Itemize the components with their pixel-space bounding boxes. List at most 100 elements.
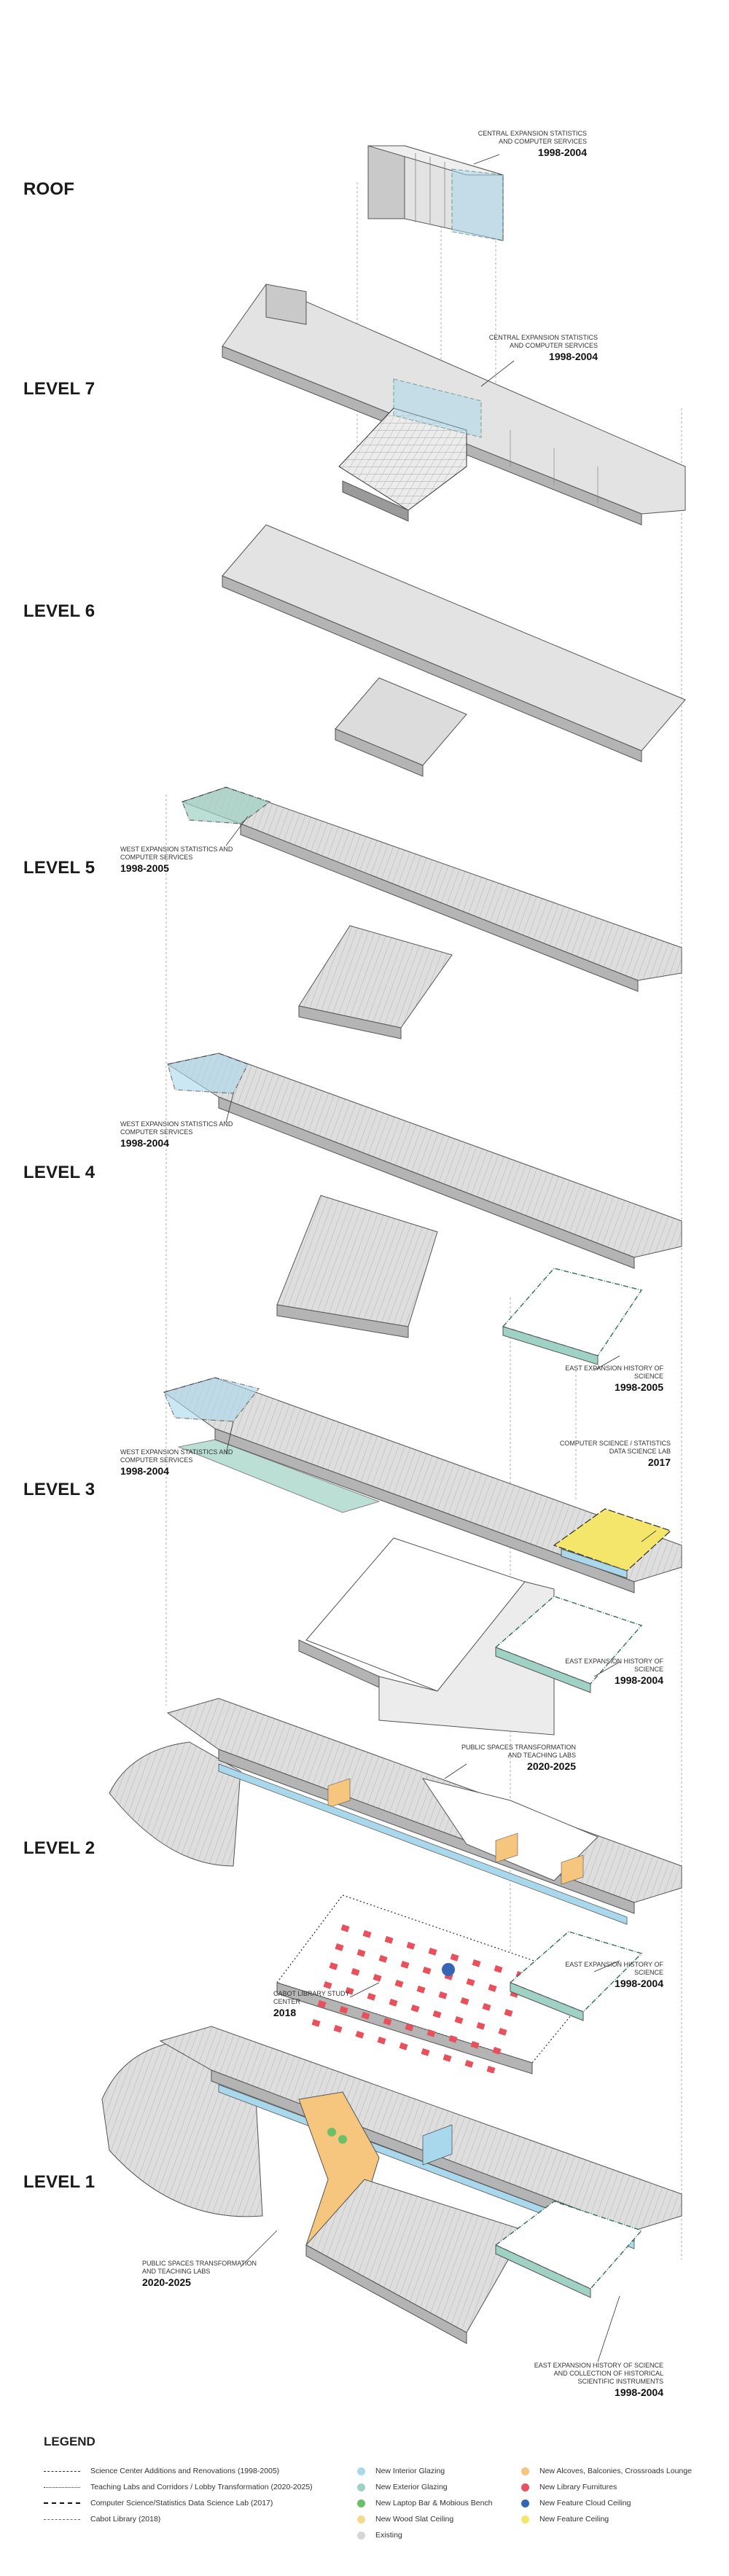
legend-dot [357,2483,365,2491]
annotation-level1-east: EAST EXPANSION HISTORY OF SCIENCE AND CO… [534,2362,663,2398]
library-chair [460,1997,469,2005]
library-chair [432,2010,442,2018]
library-chair [450,1954,459,1962]
legend-dot [521,2467,529,2475]
level-label-2: LEVEL 2 [23,1838,95,1858]
library-chair [355,2030,364,2039]
legend-line-cabot: Cabot Library (2018) [44,2515,160,2524]
legend-swatch-interior-glazing: New Interior Glazing [357,2467,445,2475]
library-chair [428,1948,437,1956]
legend-line-swatch [44,2486,80,2488]
legend-line-cs-lab: Computer Science/Statistics Data Science… [44,2499,273,2507]
library-chair [405,2023,414,2031]
library-chair [362,1930,372,1938]
floor-plan-level-5 [181,787,682,1039]
floor-plan-level-1 [101,2026,682,2344]
library-chair [470,2041,480,2049]
floor-plan-level-3 [163,1377,682,1736]
legend-dot [357,2467,365,2475]
legend-title: LEGEND [44,2435,95,2448]
annotation-level1-public: PUBLIC SPACES TRANSFORMATION AND TEACHIN… [142,2260,257,2288]
legend-swatch-laptop-bar: New Laptop Bar & Mobious Bench [357,2499,493,2507]
floor-plan-level-2 [109,1698,682,2075]
legend-line-teaching-labs: Teaching Labs and Corridors / Lobby Tran… [44,2483,313,2491]
library-chair [482,2003,491,2011]
library-chair [317,2000,327,2008]
floor-plan-roof [367,145,504,241]
library-chair [351,1967,360,1976]
library-chair [378,1955,388,1963]
library-chair [406,1941,416,1950]
library-chair [345,1987,354,1995]
library-chair [443,2054,452,2062]
library-chair [504,2008,513,2017]
level-label-3: LEVEL 3 [23,1480,95,1499]
library-chair [399,2042,408,2050]
level-label-4: LEVEL 4 [23,1163,95,1182]
legend-line-swatch [44,2470,80,2472]
library-chair [486,2065,496,2074]
annotation-level4-west: WEST EXPANSION STATISTICS AND COMPUTER S… [120,1120,233,1149]
legend-swatch-library-furniture: New Library Furnitures [521,2483,617,2491]
library-chair [323,1980,332,1989]
library-chair [472,1959,481,1967]
library-chair [384,1936,394,1944]
library-chair [400,1960,410,1969]
library-chair [329,1962,338,1970]
legend-line-swatch [44,2502,80,2504]
library-chair [488,1983,497,1992]
library-chair [421,2048,430,2056]
library-chair [340,1924,350,1932]
library-chair [454,2016,464,2024]
annotation-level3-cs: COMPUTER SCIENCE / STATISTICS DATA SCIEN… [559,1440,671,1468]
level-label-6: LEVEL 6 [23,601,95,621]
library-chair [466,1978,475,1986]
legend-dot [357,2499,365,2507]
library-chair [422,1967,432,1975]
floor-plan-level-4 [166,1053,682,1365]
level-label-5: LEVEL 5 [23,858,95,878]
legend-line-swatch [44,2518,80,2520]
annotation-level7: CENTRAL EXPANSION STATISTICS AND COMPUTE… [488,334,598,362]
annotation-roof: CENTRAL EXPANSION STATISTICS AND COMPUTE… [477,130,587,158]
library-chair [410,2004,420,2013]
legend-swatch-cloud-ceiling: New Feature Cloud Ceiling [521,2499,631,2507]
legend: LEGEND Science Center Additions and Reno… [44,2435,700,2540]
floor-plan-level-7 [222,284,686,526]
legend-dot [521,2499,529,2507]
level-label-roof: ROOF [23,179,75,199]
library-chair [335,1943,344,1951]
level-label-7: LEVEL 7 [23,379,95,399]
feature-cloud-ceiling [442,1963,455,1976]
library-furniture [311,1924,525,2074]
library-chair [464,2060,474,2068]
legend-line-science-center: Science Center Additions and Renovations… [44,2467,279,2475]
legend-dot [357,2515,365,2524]
legend-dot [357,2531,365,2540]
library-chair [492,2047,502,2055]
library-chair [361,2011,370,2020]
library-chair [476,2021,486,2030]
legend-dot [521,2483,529,2491]
library-chair [448,2034,458,2043]
library-chair [356,1949,366,1957]
legend-swatch-exterior-glazing: New Exterior Glazing [357,2483,448,2491]
annotation-level5: WEST EXPANSION STATISTICS AND COMPUTER S… [120,846,233,874]
annotation-level3-west: WEST EXPANSION STATISTICS AND COMPUTER S… [120,1448,233,1477]
library-chair [438,1991,448,1999]
library-chair [389,1998,398,2007]
library-chair [333,2025,343,2033]
legend-swatch-feature-ceiling: New Feature Ceiling [521,2515,609,2524]
library-chair [394,1980,404,1988]
library-chair [367,1993,376,2001]
legend-swatch-alcoves: New Alcoves, Balconies, Crossroads Loung… [521,2467,692,2475]
legend-swatch-wood-slat: New Wood Slat Ceiling [357,2515,453,2524]
leader-lines [225,154,657,2362]
library-chair [377,2037,386,2045]
floor-plan-level-6 [222,524,686,777]
